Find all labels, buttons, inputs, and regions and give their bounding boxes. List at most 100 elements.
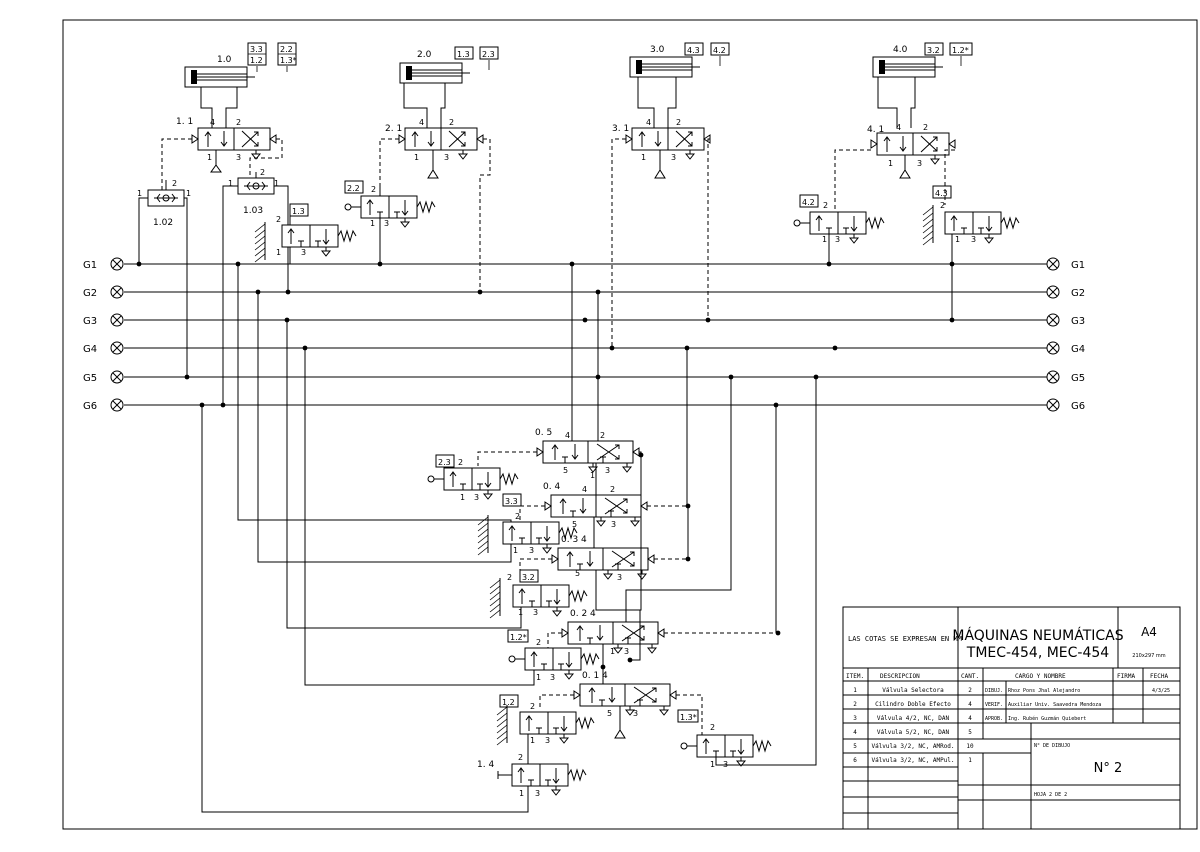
role-name: Auxiliar Univ. Saavedra Mendoza bbox=[1008, 702, 1101, 708]
svg-text:3.2: 3.2 bbox=[927, 46, 940, 55]
source-symbol bbox=[110, 285, 124, 299]
valve-3-3: 3.3 2 1 3 bbox=[257, 292, 578, 563]
svg-text:1.2*: 1.2* bbox=[952, 46, 969, 55]
title-block: LAS COTAS SE EXPRESAN EN MM MÁQUINAS NEU… bbox=[842, 606, 1181, 830]
svg-text:3: 3 bbox=[545, 736, 550, 745]
svg-text:2: 2 bbox=[823, 201, 828, 210]
drawing-subtitle: TMEC-454, MEC-454 bbox=[966, 645, 1109, 661]
cylinder-3-0: 3.0 4.3 4.2 bbox=[629, 42, 730, 128]
svg-text:1: 1 bbox=[207, 153, 212, 162]
item-number: 5 bbox=[853, 743, 857, 750]
shuttle-valve-1-03: 1.03 1 2 1 bbox=[222, 168, 289, 405]
svg-text:0. 2 4: 0. 2 4 bbox=[570, 609, 596, 619]
valve-4-1: 4. 1 4 2 1 3 bbox=[834, 123, 956, 212]
svg-text:4.2: 4.2 bbox=[713, 46, 726, 55]
svg-text:1: 1 bbox=[370, 219, 375, 228]
item-description: Válvula 3/2, NC, AMRod. bbox=[871, 743, 954, 750]
svg-text:0. 5: 0. 5 bbox=[535, 428, 552, 438]
item-quantity: 1 bbox=[968, 757, 972, 764]
svg-text:1.02: 1.02 bbox=[153, 218, 173, 228]
supply-line-label: G5 bbox=[1071, 373, 1085, 384]
svg-text:2.2: 2.2 bbox=[347, 184, 360, 193]
svg-text:4: 4 bbox=[210, 118, 215, 127]
cylinder-label: 1.0 bbox=[217, 55, 232, 65]
item-description: Válvula 4/2, NC, DAN bbox=[877, 715, 950, 722]
supply-line-label: G6 bbox=[83, 401, 97, 412]
svg-text:1: 1 bbox=[710, 760, 715, 769]
svg-text:0. 3 4: 0. 3 4 bbox=[561, 535, 587, 545]
valve-3-2: 3.2 2 1 3 bbox=[286, 320, 588, 629]
svg-text:4: 4 bbox=[646, 118, 651, 127]
svg-text:3: 3 bbox=[533, 608, 538, 617]
source-symbol bbox=[1046, 257, 1060, 271]
svg-text:4: 4 bbox=[565, 431, 570, 440]
svg-text:4.0: 4.0 bbox=[893, 45, 908, 55]
valve-4-2: 4.2 2 1 3 bbox=[793, 194, 885, 264]
source-symbol bbox=[110, 370, 124, 384]
svg-text:0. 1 4: 0. 1 4 bbox=[582, 671, 608, 681]
item-number: 2 bbox=[853, 701, 857, 708]
svg-text:3: 3 bbox=[617, 573, 622, 582]
svg-text:3: 3 bbox=[444, 153, 449, 162]
junction-dot bbox=[582, 317, 588, 323]
svg-text:1.2*: 1.2* bbox=[510, 633, 527, 642]
valve-1-4: 1. 4 2 1 3 bbox=[201, 405, 587, 813]
svg-text:1: 1 bbox=[137, 189, 142, 198]
svg-text:N° DE DIBUJO: N° DE DIBUJO bbox=[1034, 743, 1070, 749]
svg-text:2: 2 bbox=[530, 702, 535, 711]
svg-text:4.2: 4.2 bbox=[802, 198, 815, 207]
svg-text:3.3: 3.3 bbox=[250, 45, 263, 54]
svg-text:4. 1: 4. 1 bbox=[867, 125, 884, 135]
dimension-note: LAS COTAS SE EXPRESAN EN MM bbox=[848, 635, 962, 643]
item-number: 3 bbox=[853, 715, 857, 722]
source-symbol bbox=[1046, 285, 1060, 299]
source-symbol bbox=[110, 398, 124, 412]
svg-text:1.03: 1.03 bbox=[243, 206, 263, 216]
svg-text:2: 2 bbox=[518, 753, 523, 762]
svg-text:2. 1: 2. 1 bbox=[385, 124, 402, 134]
svg-text:1.2: 1.2 bbox=[502, 698, 515, 707]
supply-line-label: G1 bbox=[1071, 260, 1085, 271]
svg-text:1: 1 bbox=[590, 471, 595, 480]
cascade-wiring bbox=[237, 264, 777, 661]
role-date: 4/3/25 bbox=[1152, 688, 1170, 694]
item-number: 4 bbox=[853, 729, 857, 736]
supply-line-label: G3 bbox=[83, 316, 97, 327]
drawing-title: MÁQUINAS NEUMÁTICAS bbox=[952, 627, 1123, 644]
svg-text:1: 1 bbox=[228, 179, 233, 188]
svg-text:2: 2 bbox=[449, 118, 454, 127]
svg-text:2: 2 bbox=[536, 638, 541, 647]
svg-text:3: 3 bbox=[971, 235, 976, 244]
svg-text:2.2: 2.2 bbox=[280, 45, 293, 54]
svg-text:3: 3 bbox=[529, 546, 534, 555]
svg-text:1.3*: 1.3* bbox=[280, 56, 297, 65]
source-symbol bbox=[110, 313, 124, 327]
svg-text:2: 2 bbox=[236, 118, 241, 127]
cylinder-2-0: 2.0 1.3 2.3 bbox=[399, 46, 499, 128]
svg-text:1: 1 bbox=[822, 235, 827, 244]
svg-text:1: 1 bbox=[641, 153, 646, 162]
supply-line-label: G4 bbox=[1071, 344, 1085, 355]
svg-text:5: 5 bbox=[572, 520, 577, 529]
svg-text:CARGO Y NOMBRE: CARGO Y NOMBRE bbox=[1015, 673, 1066, 680]
svg-text:2: 2 bbox=[923, 123, 928, 132]
svg-text:2.3: 2.3 bbox=[438, 458, 451, 467]
item-description: Válvula 5/2, NC, DAN bbox=[877, 729, 950, 736]
source-symbol bbox=[1046, 313, 1060, 327]
svg-text:3: 3 bbox=[611, 520, 616, 529]
svg-text:1: 1 bbox=[460, 493, 465, 502]
supply-line-label: G3 bbox=[1071, 316, 1085, 327]
supply-line-label: G2 bbox=[1071, 288, 1085, 299]
item-quantity: 4 bbox=[968, 701, 972, 708]
svg-text:1: 1 bbox=[610, 647, 615, 656]
valve-0-3-4: 0. 3 4 5 3 bbox=[519, 535, 688, 611]
svg-text:1: 1 bbox=[276, 248, 281, 257]
junction-dot bbox=[832, 345, 838, 351]
svg-text:3. 1: 3. 1 bbox=[612, 124, 629, 134]
valve-0-5: 0. 5 4 2 5 1 3 bbox=[477, 264, 642, 495]
supply-line-label: G1 bbox=[83, 260, 97, 271]
item-quantity: 5 bbox=[968, 729, 972, 736]
